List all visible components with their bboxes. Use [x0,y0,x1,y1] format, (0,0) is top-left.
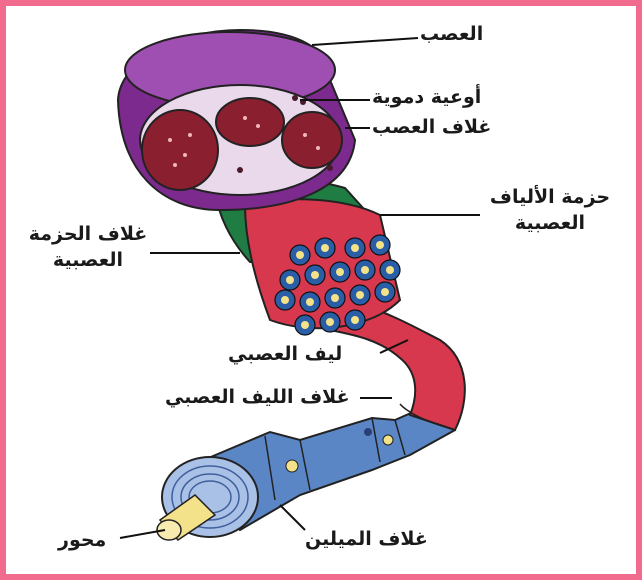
label-axon: محور [58,529,107,551]
fiber-fascicle [243,198,402,336]
label-fascicle-sheath: غلاف الحزمة العصبية [18,222,158,273]
label-nerve: العصب [420,23,484,45]
label-nerve-fascicle: حزمة الألياف العصبية [480,185,620,236]
label-fascicle-sheath-line2: العصبية [52,248,124,271]
label-nerve-fiber: ليف العصبي [228,343,343,365]
label-fascicle-sheath-line1: غلاف الحزمة [28,223,148,245]
nerve-cylinder [116,28,357,212]
label-myelin-sheath: غلاف الميلين [305,528,428,550]
nerve-fiber-tube [328,298,466,432]
myelin-spiral-end [156,456,259,541]
label-nerve-sheath: غلاف العصب [372,116,492,138]
label-nerve-fiber-sheath: غلاف الليف العصبي [165,386,350,408]
label-blood-vessels: أوعية دموية [372,86,482,108]
label-nerve-fascicle-line1: حزمة الألياف [489,186,611,208]
label-nerve-fascicle-line2: العصبية [514,211,586,234]
leader-lines [119,37,480,539]
